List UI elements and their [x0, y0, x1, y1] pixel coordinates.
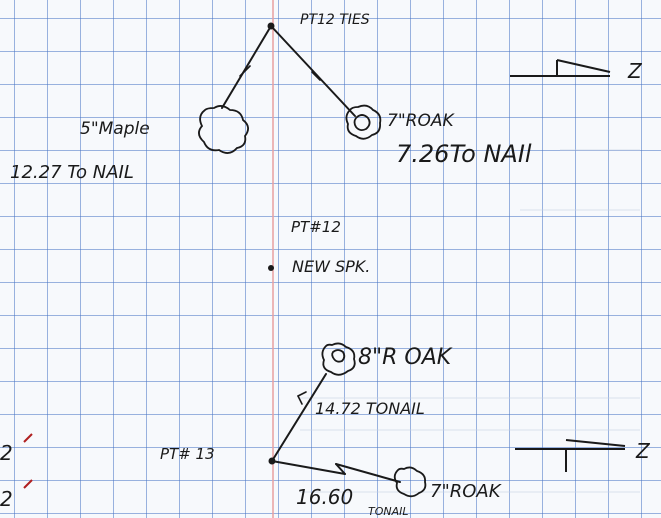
- roak1-distance-label: 7.26To NAIl: [396, 140, 532, 168]
- roak8-label: 8"R OAK: [358, 345, 453, 370]
- oak-tree-icon-2: [393, 466, 427, 498]
- new-spike-label: NEW SPK.: [292, 257, 370, 276]
- edge-mark-1: 2: [0, 441, 13, 465]
- edge-mark-2: 2: [0, 487, 13, 511]
- pt13-label: PT# 13: [160, 445, 215, 463]
- maple-label: 5"Maple: [80, 119, 150, 139]
- roak7b-distance-label: 16.60: [296, 485, 353, 509]
- edge-ticks: [23, 433, 33, 489]
- north-arrow-2-letter: Z: [635, 439, 651, 463]
- north-arrow-1-letter: Z: [627, 59, 643, 83]
- pt13-point: [268, 457, 276, 465]
- maple-tree-icon: [198, 105, 249, 154]
- roak7b-to-nail-label: TONAIL: [368, 505, 409, 518]
- roak8-distance-label: 14.72 TONAIL: [315, 399, 425, 418]
- roak7b-label: 7"ROAK: [430, 481, 502, 502]
- oak-tree-icon-1: [345, 104, 382, 140]
- tie-lines-pt13: [271, 373, 401, 483]
- maple-distance-label: 12.27 To NAIL: [10, 162, 134, 183]
- pt12-point: [268, 265, 274, 271]
- bleed-through: [300, 149, 640, 493]
- pt12-label: PT#12: [291, 218, 341, 236]
- pt12-ties-label: PT12 TIES: [300, 12, 370, 28]
- tie-lines-pt12: [221, 25, 356, 117]
- north-arrow-2: [515, 439, 626, 472]
- oak-tree-icon-8in: [321, 342, 356, 376]
- north-arrow-1: [510, 59, 611, 77]
- pt12-ties-point: [267, 22, 275, 30]
- roak1-label: 7"ROAK: [387, 111, 455, 131]
